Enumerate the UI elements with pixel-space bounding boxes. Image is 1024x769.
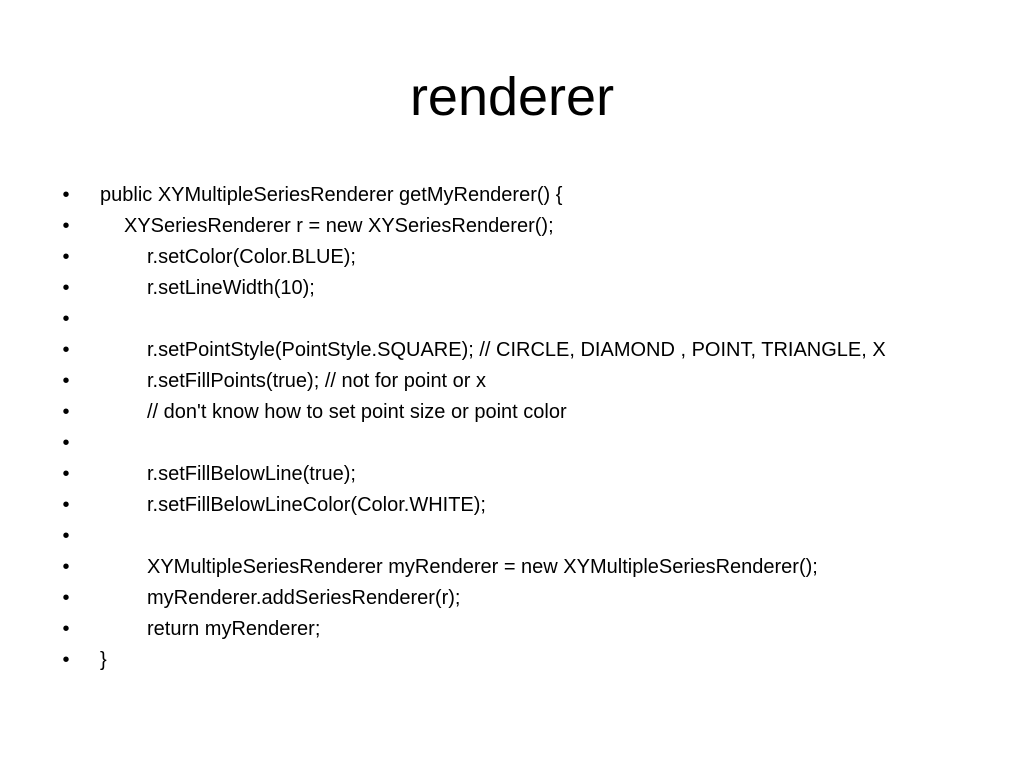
list-item: • XYMultipleSeriesRenderer myRenderer = …: [60, 552, 1000, 583]
list-item: •: [60, 304, 1000, 335]
list-item: • XYSeriesRenderer r = new XYSeriesRende…: [60, 211, 1000, 242]
code-line: // don't know how to set point size or p…: [147, 401, 567, 423]
bullet-icon: •: [62, 308, 70, 330]
bullet-icon: •: [62, 432, 70, 454]
bullet-list: • public XYMultipleSeriesRenderer getMyR…: [60, 180, 1000, 676]
code-line: XYMultipleSeriesRenderer myRenderer = ne…: [147, 556, 818, 578]
bullet-icon: •: [62, 401, 70, 423]
bullet-icon: •: [62, 370, 70, 392]
bullet-icon: •: [62, 339, 70, 361]
code-line: return myRenderer;: [147, 618, 321, 640]
code-line: }: [100, 649, 107, 671]
list-item: • return myRenderer;: [60, 614, 1000, 645]
bullet-icon: •: [62, 463, 70, 485]
bullet-icon: •: [62, 184, 70, 206]
bullet-icon: •: [62, 587, 70, 609]
bullet-icon: •: [62, 649, 70, 671]
code-line: r.setLineWidth(10);: [147, 277, 315, 299]
bullet-icon: •: [62, 494, 70, 516]
list-item: • }: [60, 645, 1000, 676]
code-line: r.setFillPoints(true); // not for point …: [147, 370, 487, 392]
bullet-icon: •: [62, 618, 70, 640]
list-item: • public XYMultipleSeriesRenderer getMyR…: [60, 180, 1000, 211]
list-item: • r.setPointStyle(PointStyle.SQUARE); //…: [60, 335, 1000, 366]
bullet-icon: •: [62, 246, 70, 268]
list-item: • r.setLineWidth(10);: [60, 273, 1000, 304]
list-item: •: [60, 428, 1000, 459]
code-line: public XYMultipleSeriesRenderer getMyRen…: [100, 184, 563, 206]
bullet-icon: •: [62, 277, 70, 299]
list-item: • r.setFillPoints(true); // not for poin…: [60, 366, 1000, 397]
bullet-icon: •: [62, 215, 70, 237]
list-item: •: [60, 521, 1000, 552]
list-item: • myRenderer.addSeriesRenderer(r);: [60, 583, 1000, 614]
list-item: • r.setColor(Color.BLUE);: [60, 242, 1000, 273]
bullet-icon: •: [62, 525, 70, 547]
list-item: • r.setFillBelowLine(true);: [60, 459, 1000, 490]
code-line: r.setFillBelowLine(true);: [147, 463, 356, 485]
code-line: r.setPointStyle(PointStyle.SQUARE); // C…: [147, 339, 886, 361]
slide-title: renderer: [409, 67, 615, 127]
bullet-icon: •: [62, 556, 70, 578]
code-line: XYSeriesRenderer r = new XYSeriesRendere…: [124, 215, 554, 237]
code-line: myRenderer.addSeriesRenderer(r);: [147, 587, 461, 609]
code-line: r.setColor(Color.BLUE);: [147, 246, 356, 268]
list-item: • r.setFillBelowLineColor(Color.WHITE);: [60, 490, 1000, 521]
code-line: r.setFillBelowLineColor(Color.WHITE);: [147, 494, 486, 516]
list-item: • // don't know how to set point size or…: [60, 397, 1000, 428]
